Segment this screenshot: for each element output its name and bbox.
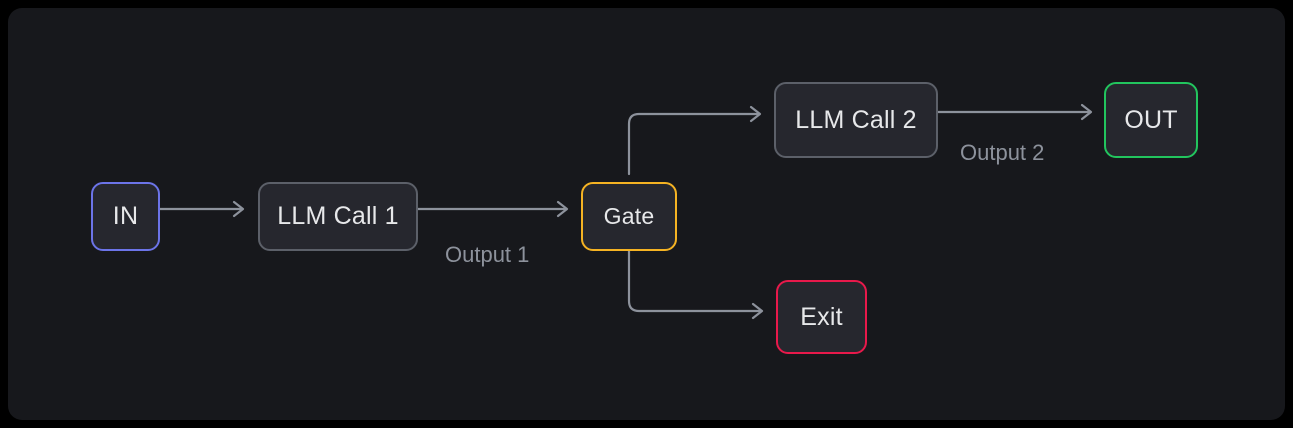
edge-label-output-2: Output 2 [960,140,1045,165]
node-in-label: IN [112,202,139,230]
node-in[interactable]: IN [91,182,160,251]
node-llm-call-2[interactable]: LLM Call 2 [774,82,938,158]
edge-call2-to-out [931,103,1093,121]
edge-in-to-call1 [153,200,245,218]
node-out[interactable]: OUT [1104,82,1198,158]
node-llm-call-1-label: LLM Call 1 [277,202,399,230]
node-llm-call-1[interactable]: LLM Call 1 [258,182,418,251]
node-exit-label: Exit [800,302,843,331]
edge-call1-to-gate [411,200,569,218]
node-llm-call-2-label: LLM Call 2 [795,105,917,134]
node-gate[interactable]: Gate [581,182,677,251]
node-out-label: OUT [1124,105,1178,134]
edge-label-output-1: Output 1 [445,242,530,267]
node-exit[interactable]: Exit [776,280,867,354]
edge-gate-to-call2 [627,105,762,176]
edge-gate-to-exit [627,249,764,320]
diagram-canvas: IN LLM Call 1 Gate LLM Call 2 OUT Exit O… [8,8,1285,420]
node-gate-label: Gate [603,203,655,229]
